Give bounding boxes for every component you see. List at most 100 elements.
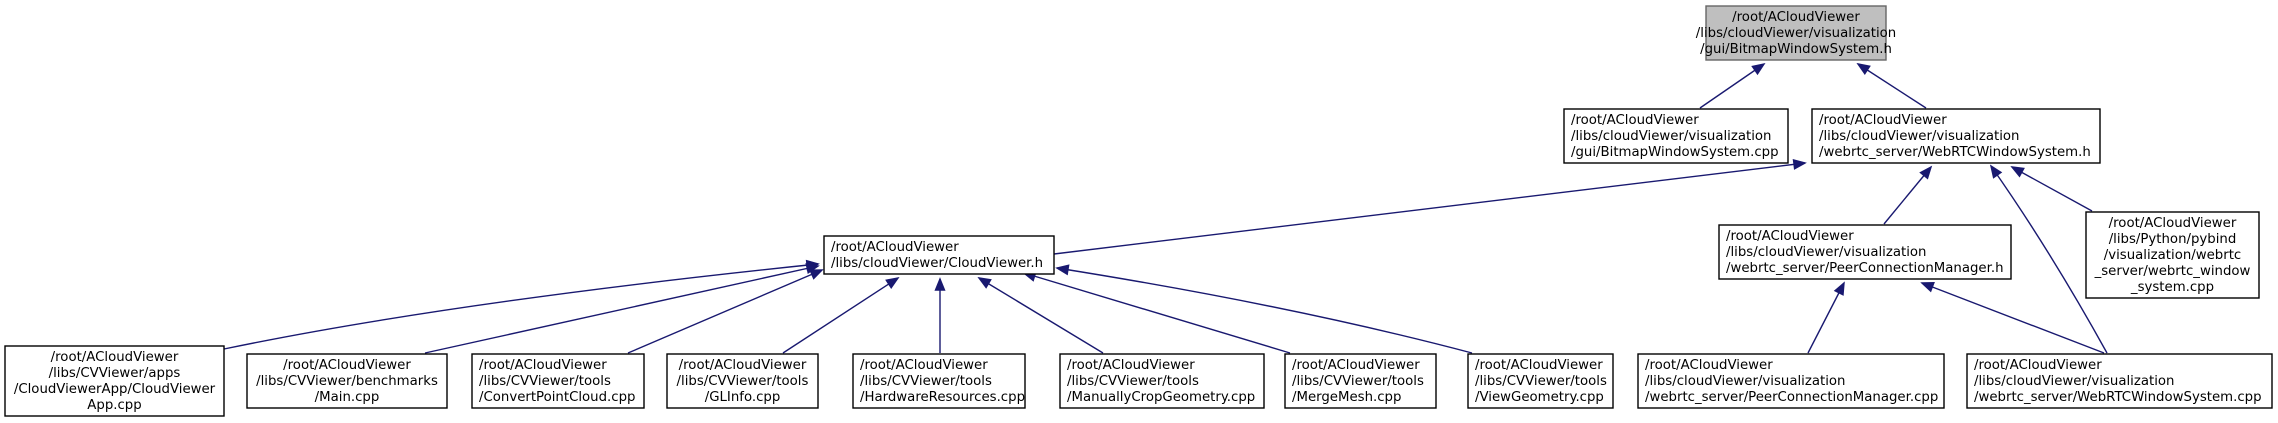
node-peer_cpp[interactable]: /root/ACloudViewer/libs/cloudViewer/visu… bbox=[1637, 353, 1945, 409]
node-box bbox=[471, 353, 645, 409]
edge-crop_cpp-to-cloudviewer_h bbox=[978, 277, 1104, 354]
node-label-line: /webrtc_server/WebRTCWindowSystem.h bbox=[1819, 145, 2091, 160]
edge-glinfo_cpp-to-cloudviewer_h bbox=[782, 277, 899, 354]
arrowhead-icon bbox=[1833, 281, 1845, 296]
arrowhead-icon bbox=[1856, 62, 1871, 76]
node-pybind[interactable]: /root/ACloudViewer/libs/Python/pybind/vi… bbox=[2085, 211, 2260, 299]
node-label-line: /ViewGeometry.cpp bbox=[1475, 390, 1604, 405]
node-label-line: /libs/cloudViewer/visualization bbox=[1571, 129, 1771, 144]
node-label-line: /root/ACloudViewer bbox=[1067, 358, 1195, 373]
edge-viewgeom_cpp-to-cloudviewer_h bbox=[1056, 267, 1473, 354]
node-crop_cpp[interactable]: /root/ACloudViewer/libs/CVViewer/tools/M… bbox=[1059, 353, 1265, 409]
node-label-line: /webrtc_server/PeerConnectionManager.h bbox=[1726, 261, 2004, 276]
node-label-line: /libs/cloudViewer/CloudViewer.h bbox=[831, 256, 1043, 271]
node-app_cpp[interactable]: /root/ACloudViewer/libs/CVViewer/apps/Cl… bbox=[4, 345, 225, 417]
node-root[interactable]: /root/ACloudViewer/libs/cloudViewer/visu… bbox=[1696, 5, 1896, 61]
node-label-line: _server/webrtc_window bbox=[2094, 264, 2251, 279]
node-box bbox=[1966, 353, 2273, 409]
edge-main_cpp-to-cloudviewer_h bbox=[424, 265, 819, 354]
node-box bbox=[1811, 108, 2101, 164]
node-merge_cpp[interactable]: /root/ACloudViewer/libs/CVViewer/tools/M… bbox=[1284, 353, 1437, 409]
arrowhead-icon bbox=[977, 277, 992, 289]
node-label-line: /webrtc_server/PeerConnectionManager.cpp bbox=[1645, 390, 1938, 405]
node-label-line: /root/ACloudViewer bbox=[1732, 10, 1860, 25]
edge-peer_h-to-webrtc_h bbox=[1883, 166, 1932, 225]
node-label-line: /GLInfo.cpp bbox=[705, 390, 781, 405]
node-label-line: /libs/Python/pybind bbox=[2109, 232, 2237, 247]
node-label-line: /libs/cloudViewer/visualization bbox=[1645, 374, 1845, 389]
node-webrtc_cpp[interactable]: /root/ACloudViewer/libs/cloudViewer/visu… bbox=[1966, 353, 2273, 409]
node-label-line: /webrtc_server/WebRTCWindowSystem.cpp bbox=[1974, 390, 2262, 405]
edge-layer bbox=[223, 62, 2108, 354]
arrowhead-icon bbox=[1751, 62, 1766, 76]
node-glinfo_cpp[interactable]: /root/ACloudViewer/libs/CVViewer/tools/G… bbox=[666, 353, 819, 409]
node-label-line: /libs/CVViewer/tools bbox=[479, 374, 611, 389]
node-hw_cpp[interactable]: /root/ACloudViewer/libs/CVViewer/tools/H… bbox=[852, 353, 1026, 409]
node-label-line: /visualization/webrtc bbox=[2104, 248, 2242, 263]
node-label-line: /root/ACloudViewer bbox=[1726, 229, 1854, 244]
node-peer_h[interactable]: /root/ACloudViewer/libs/cloudViewer/visu… bbox=[1718, 224, 2012, 280]
arrowhead-icon bbox=[1920, 281, 1935, 293]
node-layer: /root/ACloudViewer/libs/cloudViewer/visu… bbox=[4, 5, 2273, 417]
node-label-line: /root/ACloudViewer bbox=[1292, 358, 1420, 373]
node-label-line: /ManuallyCropGeometry.cpp bbox=[1067, 390, 1255, 405]
node-label-line: /root/ACloudViewer bbox=[2109, 216, 2237, 231]
node-label-line: /gui/BitmapWindowSystem.h bbox=[1700, 42, 1892, 57]
node-label-line: /gui/BitmapWindowSystem.cpp bbox=[1571, 145, 1779, 160]
node-box bbox=[1563, 108, 1789, 164]
node-label-line: /libs/cloudViewer/visualization bbox=[1726, 245, 1926, 260]
node-box bbox=[1284, 353, 1437, 409]
node-viewgeom_cpp[interactable]: /root/ACloudViewer/libs/CVViewer/tools/V… bbox=[1467, 353, 1614, 409]
edge-webrtc_cpp-to-webrtc_h bbox=[1990, 165, 2108, 354]
highlighted-node-box bbox=[1705, 5, 1887, 61]
node-webrtc_h[interactable]: /root/ACloudViewer/libs/cloudViewer/visu… bbox=[1811, 108, 2101, 164]
edge-peer_cpp-to-peer_h bbox=[1807, 282, 1845, 354]
node-label-line: /libs/CVViewer/tools bbox=[677, 374, 809, 389]
node-label-line: /ConvertPointCloud.cpp bbox=[479, 390, 635, 405]
node-label-line: /root/ACloudViewer bbox=[1645, 358, 1773, 373]
node-label-line: /CloudViewerApp/CloudViewer bbox=[14, 382, 216, 397]
node-box bbox=[2085, 211, 2260, 299]
arrowhead-icon bbox=[1919, 165, 1933, 180]
node-label-line: /root/ACloudViewer bbox=[860, 358, 988, 373]
node-label-line: _system.cpp bbox=[2130, 280, 2214, 295]
node-label-line: /root/ACloudViewer bbox=[831, 240, 959, 255]
node-label-line: App.cpp bbox=[87, 398, 141, 413]
node-box bbox=[4, 345, 225, 417]
node-convert_cpp[interactable]: /root/ACloudViewer/libs/CVViewer/tools/C… bbox=[471, 353, 645, 409]
node-box bbox=[852, 353, 1026, 409]
edge-convert_cpp-to-cloudviewer_h bbox=[627, 269, 823, 354]
node-label-line: /libs/CVViewer/benchmarks bbox=[256, 374, 438, 389]
node-label-line: /libs/cloudViewer/visualization bbox=[1819, 129, 2019, 144]
node-label-line: /libs/CVViewer/tools bbox=[860, 374, 992, 389]
edge-merge_cpp-to-cloudviewer_h bbox=[1023, 272, 1291, 354]
edge-bitmap_cpp-to-root bbox=[1699, 63, 1765, 109]
node-label-line: /root/ACloudViewer bbox=[1974, 358, 2102, 373]
node-bitmap_cpp[interactable]: /root/ACloudViewer/libs/cloudViewer/visu… bbox=[1563, 108, 1789, 164]
edge-webrtc_h-to-root bbox=[1857, 63, 1927, 109]
edge-app_cpp-to-cloudviewer_h bbox=[223, 263, 819, 350]
node-box bbox=[1467, 353, 1614, 409]
node-label-line: /HardwareResources.cpp bbox=[860, 390, 1025, 405]
node-label-line: /root/ACloudViewer bbox=[679, 358, 807, 373]
node-cloudviewer_h[interactable]: /root/ACloudViewer/libs/cloudViewer/Clou… bbox=[823, 235, 1055, 275]
node-main_cpp[interactable]: /root/ACloudViewer/libs/CVViewer/benchma… bbox=[246, 353, 448, 409]
edge-pybind-to-webrtc_h bbox=[2011, 166, 2093, 212]
node-label-line: /libs/CVViewer/tools bbox=[1067, 374, 1199, 389]
node-label-line: /libs/CVViewer/tools bbox=[1292, 374, 1424, 389]
arrowhead-icon bbox=[2010, 166, 2025, 178]
node-label-line: /root/ACloudViewer bbox=[1475, 358, 1603, 373]
node-label-line: /root/ACloudViewer bbox=[479, 358, 607, 373]
node-label-line: /root/ACloudViewer bbox=[51, 350, 179, 365]
edge-webrtc_cpp-to-peer_h bbox=[1921, 282, 2105, 354]
edge-cloudviewer_h-to-webrtc_h bbox=[1053, 162, 1806, 255]
node-label-line: /root/ACloudViewer bbox=[1571, 113, 1699, 128]
node-label-line: /libs/cloudViewer/visualization bbox=[1696, 26, 1896, 41]
arrowhead-icon bbox=[1989, 164, 2003, 179]
node-box bbox=[1718, 224, 2012, 280]
arrowhead-icon bbox=[1055, 264, 1070, 276]
arrowhead-icon bbox=[1792, 158, 1807, 170]
node-label-line: /Main.cpp bbox=[315, 390, 380, 405]
node-label-line: /libs/cloudViewer/visualization bbox=[1974, 374, 2174, 389]
